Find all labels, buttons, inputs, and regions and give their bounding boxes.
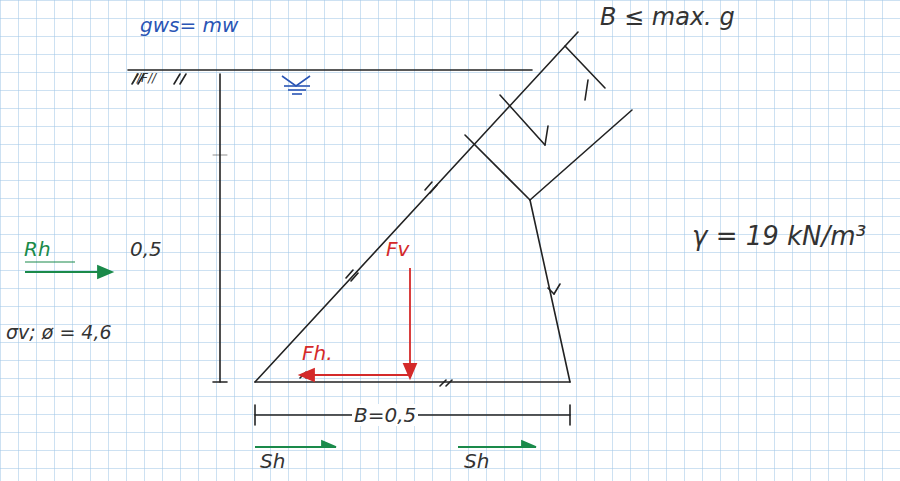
force-arrows [300,268,416,381]
reaction-arrows [25,262,536,447]
force-label: Fh. [300,342,335,364]
groundwater-note: gws= mw [138,14,240,36]
dimension-value: B=0,5 [352,404,418,426]
stress-note: σv; ø = 4,6 [4,322,114,343]
width-condition: B ≤ max. g [598,4,737,30]
force-label: Rh [22,238,53,260]
dimension-value: 0,5 [128,238,164,260]
force-label: Fv [384,238,411,260]
force-label: Sh [462,450,491,472]
structure-outline [128,32,632,425]
force-label: Sh [258,450,287,472]
unit-weight: γ = 19 kN/m³ [690,222,868,251]
water-level-symbol [282,76,310,94]
ground-symbol: //F// [131,72,158,85]
